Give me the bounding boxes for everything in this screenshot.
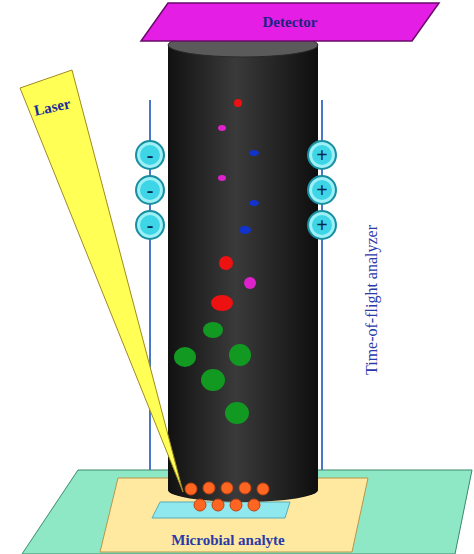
ion: [249, 150, 259, 156]
analyte-dot: [239, 482, 251, 494]
analyte-dot: [212, 499, 224, 511]
ion: [201, 369, 225, 391]
laser-label-box: Laser: [24, 92, 80, 122]
ion: [244, 277, 256, 289]
positive-electrode: +: [307, 210, 337, 240]
analyte-dot: [221, 482, 233, 494]
analyte-dot: [203, 482, 215, 494]
analyte-dots: [185, 482, 269, 511]
node-text: Detector: [263, 15, 318, 30]
ions: [174, 99, 259, 424]
analyte-dot: [230, 499, 242, 511]
node-text: -: [147, 215, 154, 235]
ion: [211, 295, 233, 311]
sample-plate-label-box: Microbial analyte: [118, 528, 338, 552]
ion: [219, 256, 233, 270]
analyzer-label: Time-of-flight analyzer: [363, 225, 381, 375]
ion: [239, 226, 251, 234]
node-text: +: [316, 215, 327, 235]
negative-electrode: -: [135, 140, 165, 170]
node-text: +: [316, 180, 327, 200]
positive-electrode: +: [307, 140, 337, 170]
negative-electrode: -: [135, 210, 165, 240]
ion: [229, 344, 251, 366]
flight-tube: [168, 45, 318, 502]
detector-plate: Detector: [140, 2, 440, 42]
negative-electrode: -: [135, 175, 165, 205]
ion: [218, 175, 226, 181]
analyte-dot: [194, 499, 206, 511]
node-text: Microbial analyte: [171, 533, 284, 548]
base-plate: [22, 470, 472, 554]
ion: [174, 347, 196, 367]
analyte-dot: [257, 483, 269, 495]
laser-beam: [20, 70, 183, 492]
ion: [218, 125, 226, 131]
ion: [234, 99, 242, 107]
node-text: Laser: [32, 96, 71, 118]
ion: [249, 200, 259, 206]
analyte-dot: [185, 483, 197, 495]
positive-electrode: +: [307, 175, 337, 205]
node-text: -: [147, 180, 154, 200]
node-text: -: [147, 145, 154, 165]
analyte-dot: [248, 499, 260, 511]
node-text: +: [316, 145, 327, 165]
ion: [225, 402, 249, 424]
ion: [203, 322, 223, 338]
